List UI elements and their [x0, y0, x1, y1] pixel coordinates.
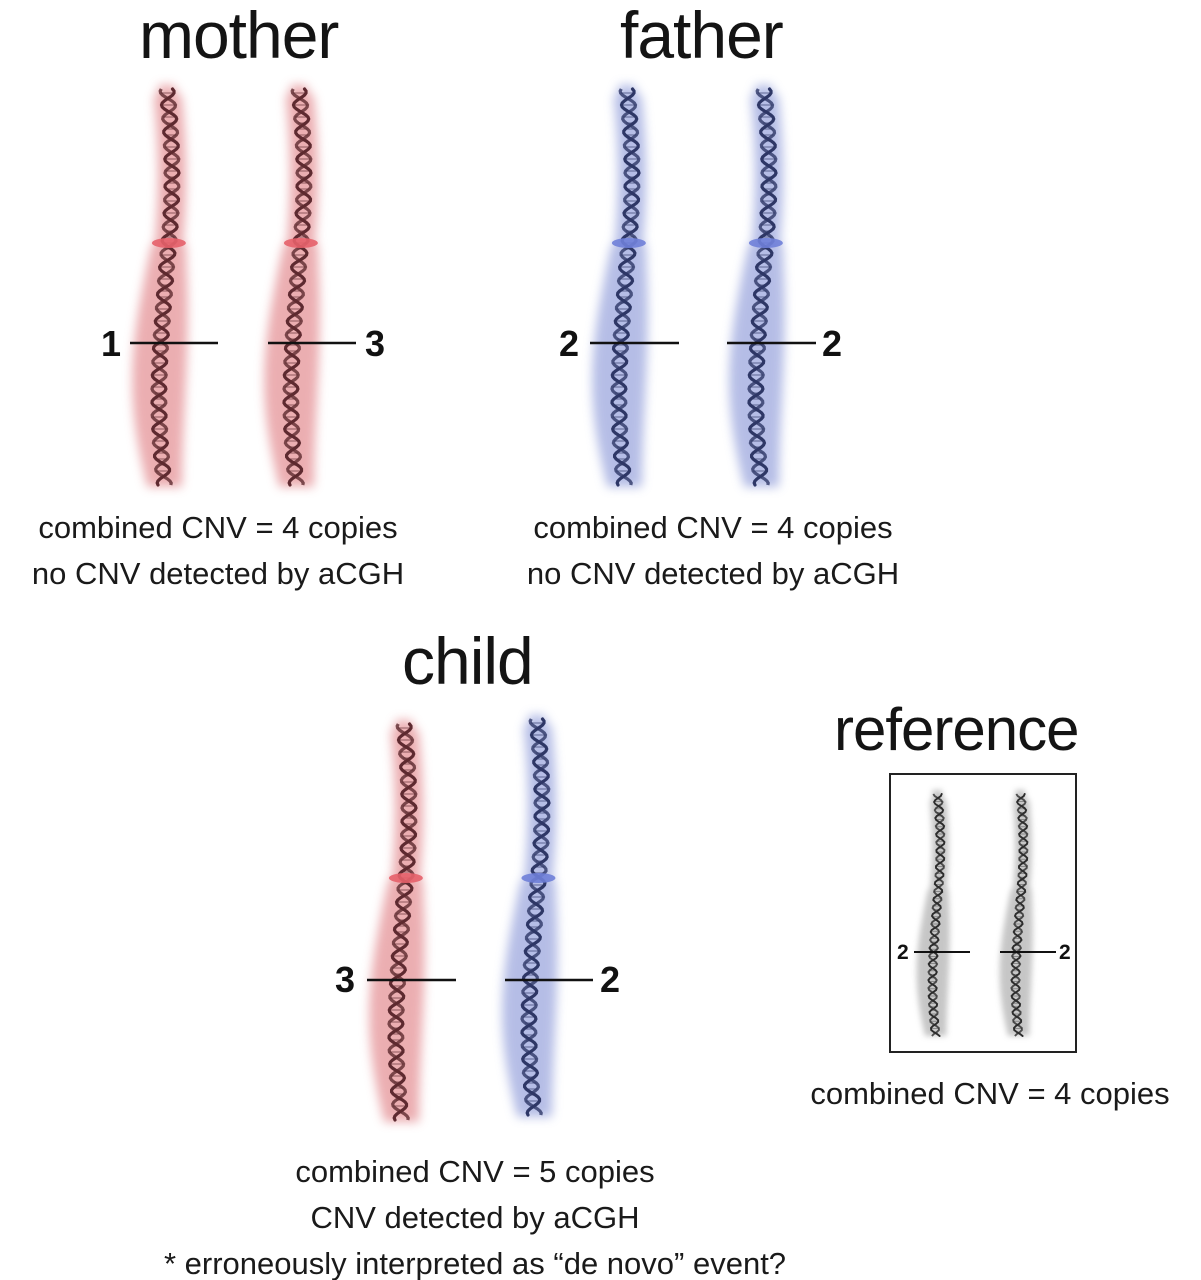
mother-title: mother [139, 0, 339, 72]
reference-box [889, 773, 1077, 1053]
father-caption-line1: combined CNV = 4 copies [533, 510, 893, 545]
mother-left-copy-number: 1 [101, 323, 122, 364]
father-caption: combined CNV = 4 copies no CNV detected … [493, 505, 933, 597]
child-title: child [402, 624, 534, 698]
reference-caption-line1: combined CNV = 4 copies [810, 1076, 1170, 1111]
child-caption-line1: combined CNV = 5 copies [295, 1154, 655, 1189]
father-title: father [620, 0, 784, 72]
reference-caption: combined CNV = 4 copies [775, 1071, 1201, 1117]
reference-title: reference [834, 696, 1079, 763]
child-right-copy-number: 2 [600, 959, 621, 1000]
father-left-copy-number: 2 [559, 323, 580, 364]
mother-right-copy-number: 3 [365, 323, 386, 364]
reference-right-copy-number: 2 [1059, 941, 1071, 964]
mother-caption-line2: no CNV detected by aCGH [31, 556, 405, 591]
child-left-copy-number: 3 [335, 959, 356, 1000]
reference-left-copy-number: 2 [897, 941, 909, 964]
mother-caption-line1: combined CNV = 4 copies [38, 510, 398, 545]
child-caption-line3: * erroneously interpreted as “de novo” e… [163, 1246, 787, 1280]
mother-caption: combined CNV = 4 copies no CNV detected … [0, 505, 438, 597]
child-caption: combined CNV = 5 copies CNV detected by … [90, 1149, 860, 1280]
father-right-copy-number: 2 [822, 323, 843, 364]
child-caption-line2: CNV detected by aCGH [310, 1200, 640, 1235]
father-caption-line2: no CNV detected by aCGH [526, 556, 900, 591]
